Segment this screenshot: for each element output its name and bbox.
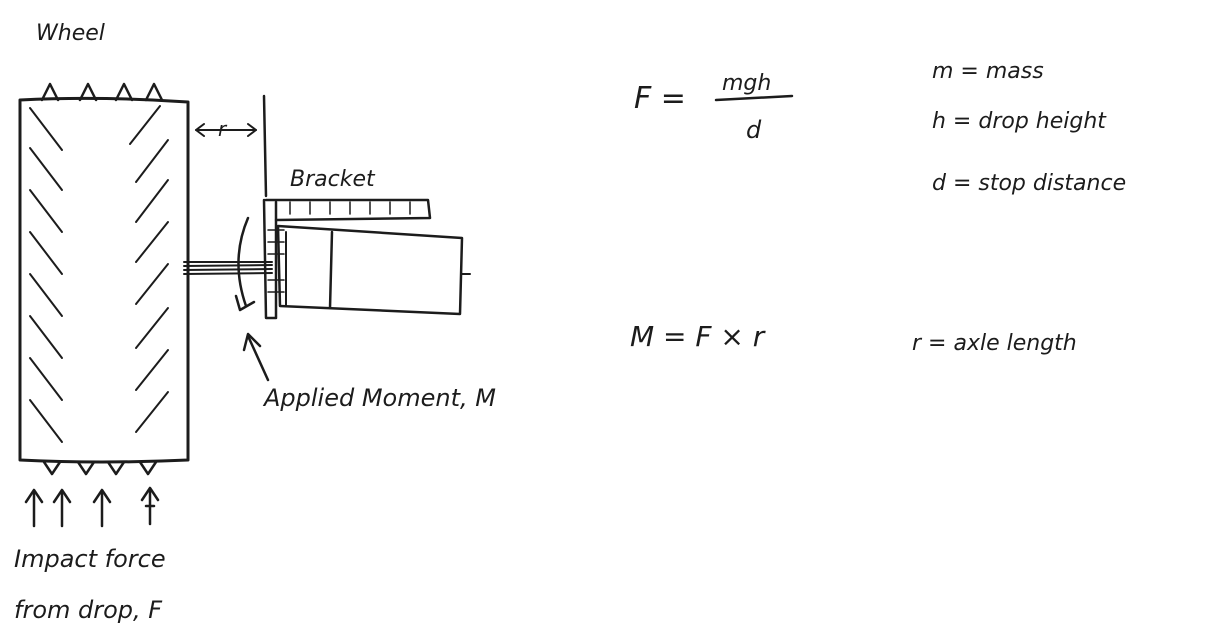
- bracket: Bracket: [262, 167, 471, 320]
- impact-force: Impact force from drop, F: [14, 486, 166, 624]
- moment-label: Applied Moment, M: [262, 384, 496, 412]
- force-equation: F = mgh d: [634, 71, 794, 144]
- definitions-list: m = mass h = drop height d = stop distan…: [932, 59, 1126, 196]
- axle: [183, 261, 273, 275]
- reference-line: [262, 94, 268, 198]
- bracket-hatching: [289, 201, 411, 215]
- impact-arrows: [24, 486, 160, 528]
- bracket-divider: [328, 230, 334, 310]
- bracket-block: [276, 224, 464, 316]
- moment-pointer-arrowhead-icon: [242, 332, 262, 352]
- bracket-back-plate: [262, 198, 278, 320]
- moment-pointer-arrow: [246, 334, 270, 382]
- r-left-arrow-icon: [195, 123, 205, 137]
- wheel: Wheel: [18, 21, 190, 476]
- definition-r: r = axle length: [912, 331, 1077, 356]
- top-arrows: [40, 82, 164, 102]
- moment-arrowhead-icon: [234, 294, 256, 312]
- back-plate-hatching: [267, 229, 285, 293]
- definition-d: d = stop distance: [932, 171, 1126, 196]
- tread-marks: [29, 105, 169, 443]
- bracket-top-plate: [264, 198, 432, 222]
- force-eq-denominator: d: [746, 116, 762, 144]
- applied-moment: Applied Moment, M: [242, 332, 496, 412]
- force-eq-numerator: mgh: [722, 71, 771, 96]
- force-eq-lhs: F =: [634, 81, 686, 116]
- wheel-label: Wheel: [36, 21, 105, 46]
- r-right-arrow-icon: [247, 123, 257, 137]
- moment-equation: M = F × r r = axle length: [630, 320, 1077, 356]
- fraction-bar: [714, 94, 794, 102]
- moment-arc: [237, 216, 250, 308]
- axle-and-r-marker: r: [183, 94, 273, 312]
- definition-m: m = mass: [932, 59, 1044, 84]
- moment-eq: M = F × r: [630, 320, 766, 353]
- wheel-body: [18, 96, 190, 464]
- impact-label-line1: Impact force: [14, 545, 166, 573]
- impact-label-line2: from drop, F: [14, 596, 163, 624]
- definition-h: h = drop height: [932, 109, 1107, 134]
- bracket-label: Bracket: [290, 167, 376, 192]
- r-marker-label: r: [218, 117, 228, 141]
- bottom-marks: [42, 460, 158, 476]
